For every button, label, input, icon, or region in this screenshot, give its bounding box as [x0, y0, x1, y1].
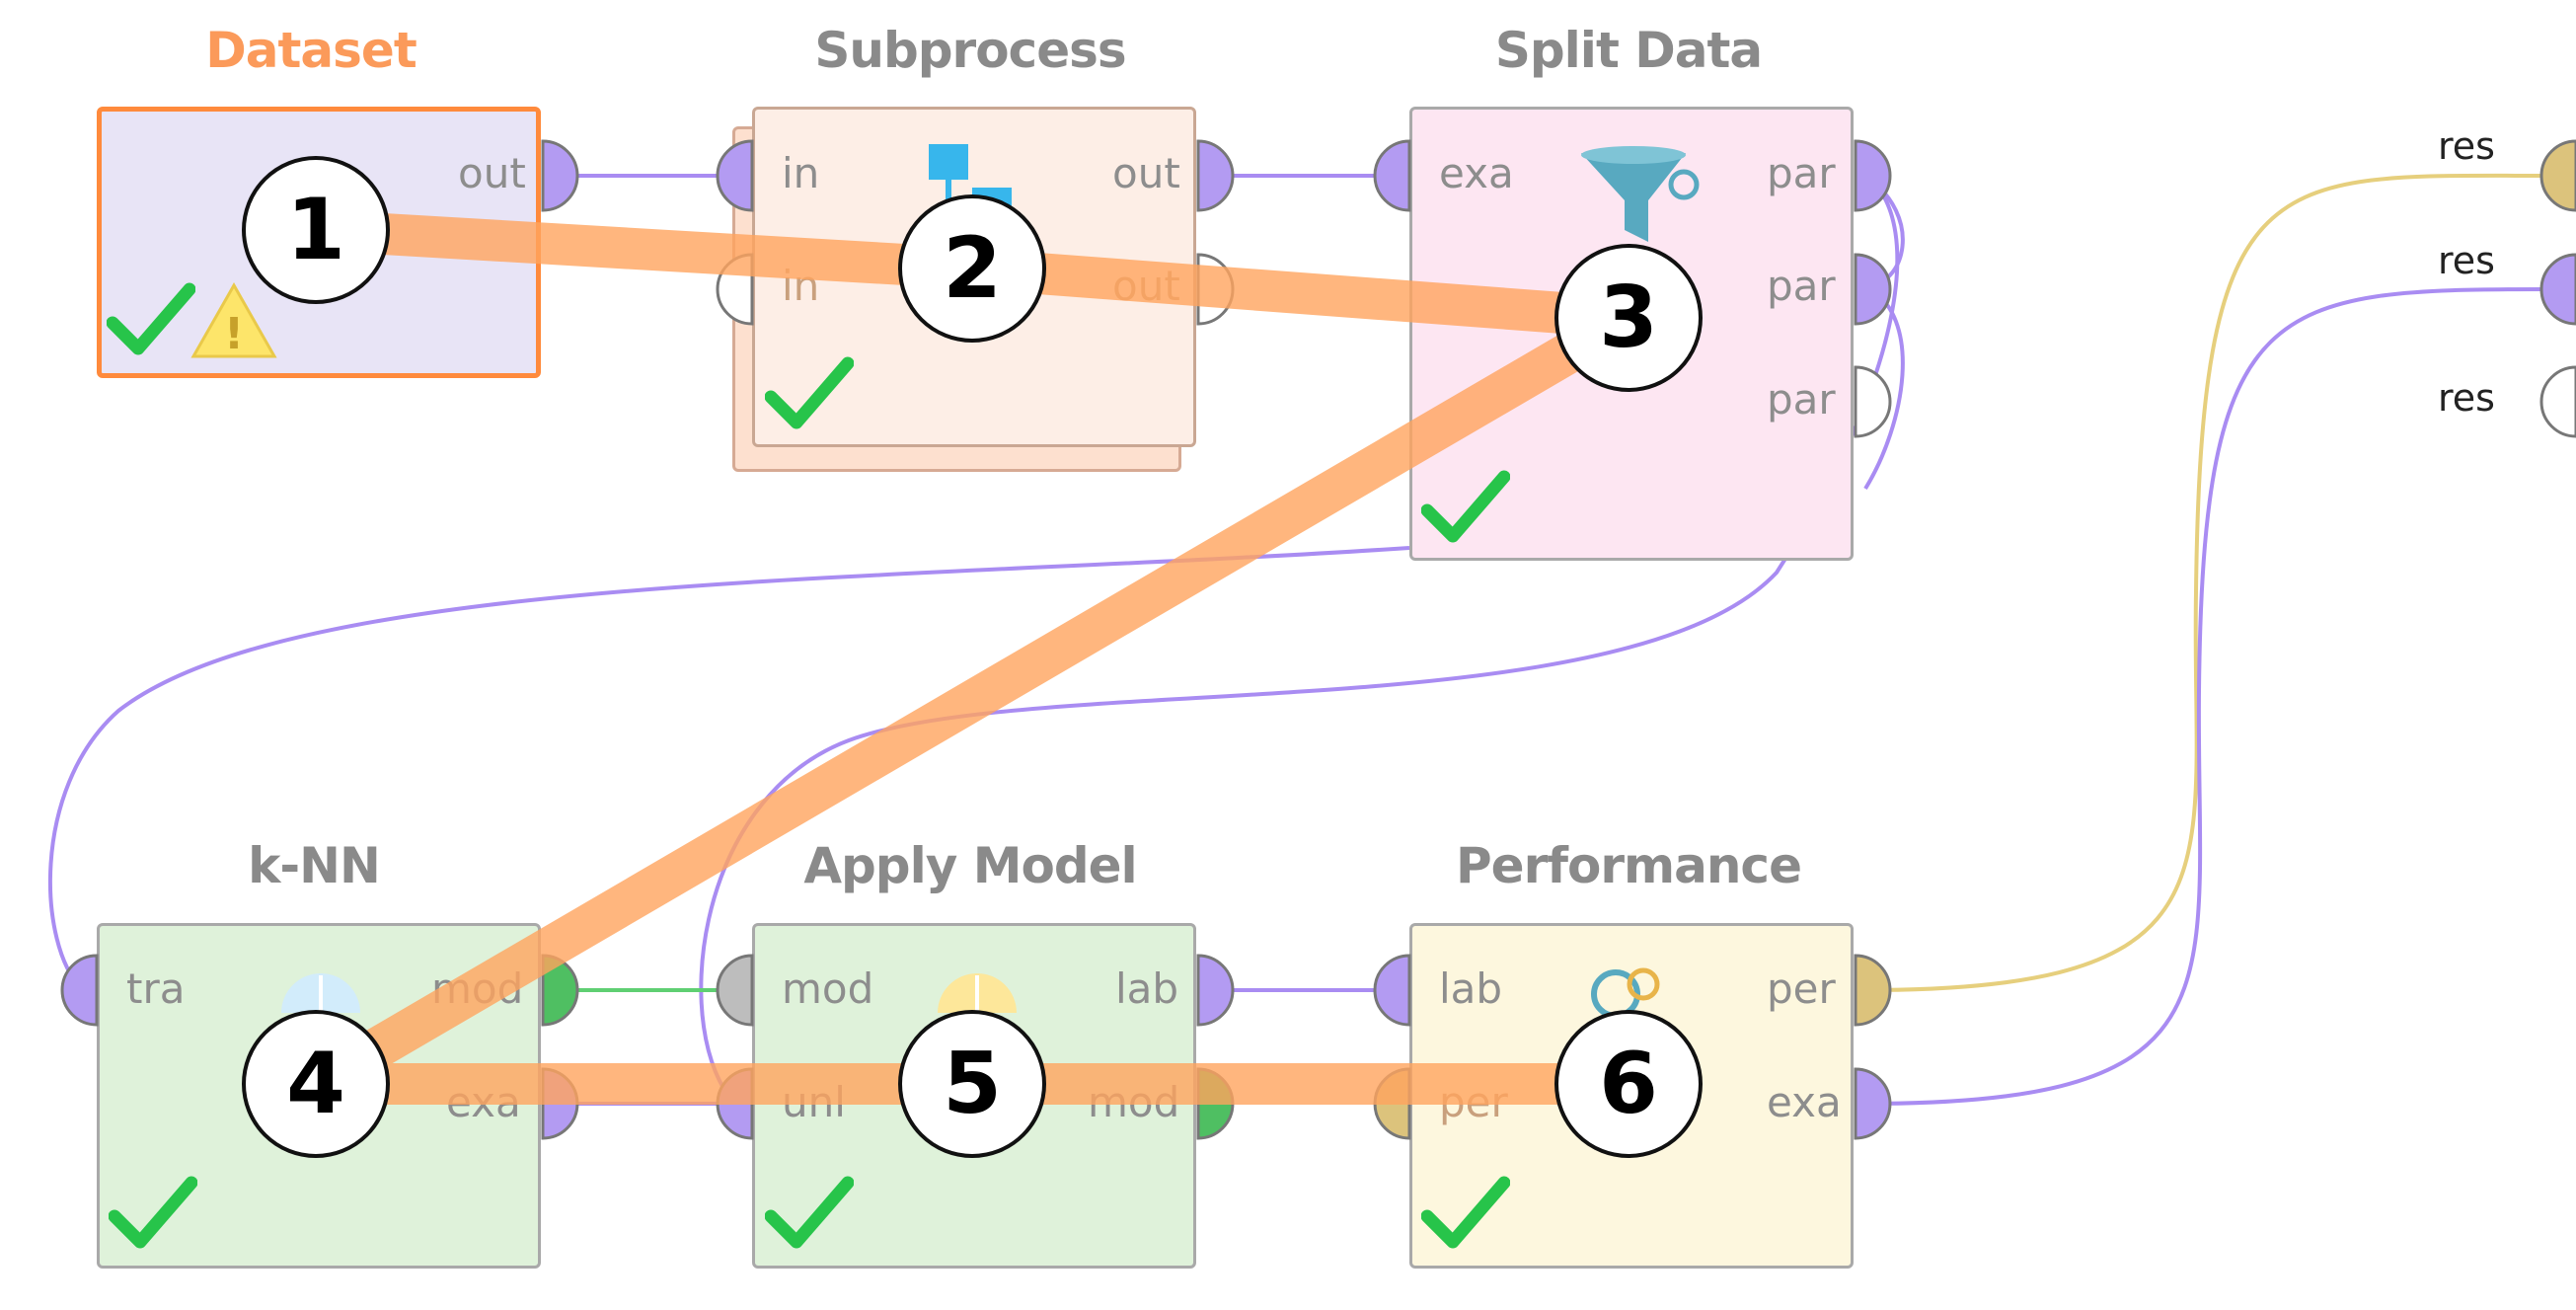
- port-apply-unl[interactable]: [716, 1067, 754, 1140]
- check-icon: [765, 1176, 854, 1249]
- result-port-label: res: [2438, 124, 2495, 168]
- port-subprocess-in-1[interactable]: [716, 139, 754, 212]
- port-apply-lab[interactable]: [1196, 954, 1235, 1027]
- check-icon: [109, 1176, 197, 1249]
- port-label-tra: tra: [126, 964, 186, 1013]
- execution-order-badge-1: 1: [242, 156, 390, 304]
- check-icon: [107, 282, 195, 355]
- port-label-exa: exa: [1767, 1078, 1842, 1126]
- port-perf-per[interactable]: [1854, 954, 1892, 1027]
- connection-perf-result-2[interactable]: [1864, 287, 2547, 1106]
- result-port-label: res: [2438, 376, 2495, 420]
- svg-text:!: !: [224, 309, 244, 359]
- port-knn-exa[interactable]: [541, 1067, 579, 1140]
- port-split-par-1[interactable]: [1854, 139, 1892, 212]
- port-split-par-2[interactable]: [1854, 253, 1892, 326]
- port-knn-mod[interactable]: [541, 954, 579, 1027]
- port-result-3[interactable]: [2539, 365, 2576, 438]
- port-apply-mod[interactable]: [716, 954, 754, 1027]
- execution-order-badge-4: 4: [242, 1010, 390, 1158]
- operator-title-dataset: Dataset: [205, 22, 417, 79]
- port-label-per: per: [1767, 964, 1836, 1013]
- port-label-exa: exa: [1439, 149, 1514, 197]
- port-dataset-out[interactable]: [541, 139, 579, 212]
- execution-order-badge-5: 5: [898, 1010, 1046, 1158]
- funnel-icon: [1581, 146, 1700, 242]
- port-label-out: out: [458, 149, 526, 197]
- port-perf-per-in[interactable]: [1373, 1067, 1411, 1140]
- result-port-label: res: [2438, 239, 2495, 282]
- port-label-par: par: [1767, 149, 1836, 197]
- warning-icon: !: [190, 281, 277, 359]
- operator-title-split-data: Split Data: [1494, 22, 1763, 79]
- port-split-exa[interactable]: [1373, 139, 1411, 212]
- port-subprocess-in-2[interactable]: [716, 253, 754, 326]
- port-label-in: in: [782, 149, 820, 197]
- connection-perf-result-1[interactable]: [1864, 173, 2547, 992]
- port-knn-tra[interactable]: [60, 954, 99, 1027]
- port-split-par-3[interactable]: [1854, 365, 1892, 438]
- port-label-out: out: [1112, 149, 1180, 197]
- port-result-2[interactable]: [2539, 253, 2576, 326]
- port-perf-lab[interactable]: [1373, 954, 1411, 1027]
- execution-order-badge-2: 2: [898, 194, 1046, 343]
- port-apply-mod-out[interactable]: [1196, 1067, 1235, 1140]
- execution-order-badge-6: 6: [1554, 1010, 1703, 1158]
- port-result-1[interactable]: [2539, 139, 2576, 212]
- port-subprocess-out-1[interactable]: [1196, 139, 1235, 212]
- operator-title-subprocess: Subprocess: [814, 22, 1126, 79]
- execution-order-badge-3: 3: [1554, 244, 1703, 392]
- port-label-par: par: [1767, 375, 1836, 424]
- check-icon: [1421, 1176, 1510, 1249]
- port-label-par: par: [1767, 262, 1836, 310]
- port-subprocess-out-2[interactable]: [1196, 253, 1235, 326]
- port-perf-exa[interactable]: [1854, 1067, 1892, 1140]
